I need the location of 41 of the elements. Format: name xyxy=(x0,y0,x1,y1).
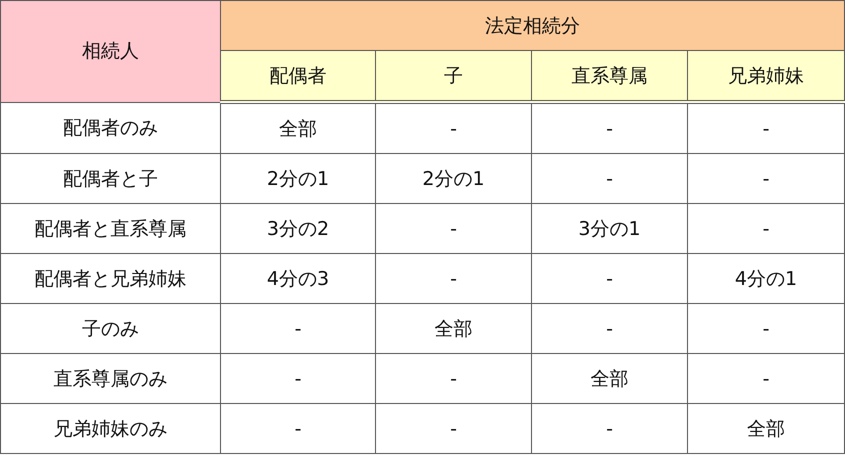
column-header: 直系尊属 xyxy=(532,50,688,102)
share-value: - xyxy=(450,268,457,290)
share-value: 2分の1 xyxy=(266,168,330,190)
share-value: 3分の1 xyxy=(578,218,641,240)
heir-label: 直系尊属のみ xyxy=(54,368,168,390)
share-value: 全部 xyxy=(590,368,628,390)
share-value: 全部 xyxy=(747,418,785,440)
heir-label: 兄弟姉妹のみ xyxy=(54,418,168,440)
share-value: 2分の1 xyxy=(422,168,485,190)
heir-label: 配偶者のみ xyxy=(63,116,158,139)
heir-label: 配偶者と兄弟姉妹 xyxy=(34,268,186,290)
share-value: - xyxy=(606,418,613,440)
share-value: - xyxy=(606,168,613,190)
share-value: - xyxy=(450,118,457,140)
column-header: 子 xyxy=(376,50,532,102)
share-value: 4分の3 xyxy=(266,268,330,290)
share-value: - xyxy=(762,118,770,140)
heir-label: 配偶者と子 xyxy=(63,168,158,190)
share-value: - xyxy=(606,318,613,340)
share-value: - xyxy=(294,368,302,390)
share-value: 3分の2 xyxy=(266,218,330,240)
share-value: - xyxy=(450,418,457,440)
column-header: 配偶者 xyxy=(220,50,376,102)
share-value: - xyxy=(606,118,613,140)
column-header: 兄弟姉妹 xyxy=(688,50,844,102)
heir-label: 子のみ xyxy=(82,318,139,340)
share-value: - xyxy=(294,418,302,440)
row-header-title: 相続人 xyxy=(0,0,220,102)
share-value: - xyxy=(762,168,770,190)
share-value: 全部 xyxy=(434,318,472,340)
heir-label: 配偶者と直系尊属 xyxy=(34,218,186,240)
share-value: - xyxy=(762,218,770,240)
share-value: 4分の1 xyxy=(734,268,798,290)
share-value: - xyxy=(762,368,770,390)
column-group-header: 法定相続分 xyxy=(220,0,844,50)
share-value: - xyxy=(450,368,457,390)
share-value: - xyxy=(762,318,770,340)
share-value: - xyxy=(450,218,457,240)
share-value: 全部 xyxy=(279,118,317,140)
share-value: - xyxy=(294,318,302,340)
share-value: - xyxy=(606,268,613,290)
